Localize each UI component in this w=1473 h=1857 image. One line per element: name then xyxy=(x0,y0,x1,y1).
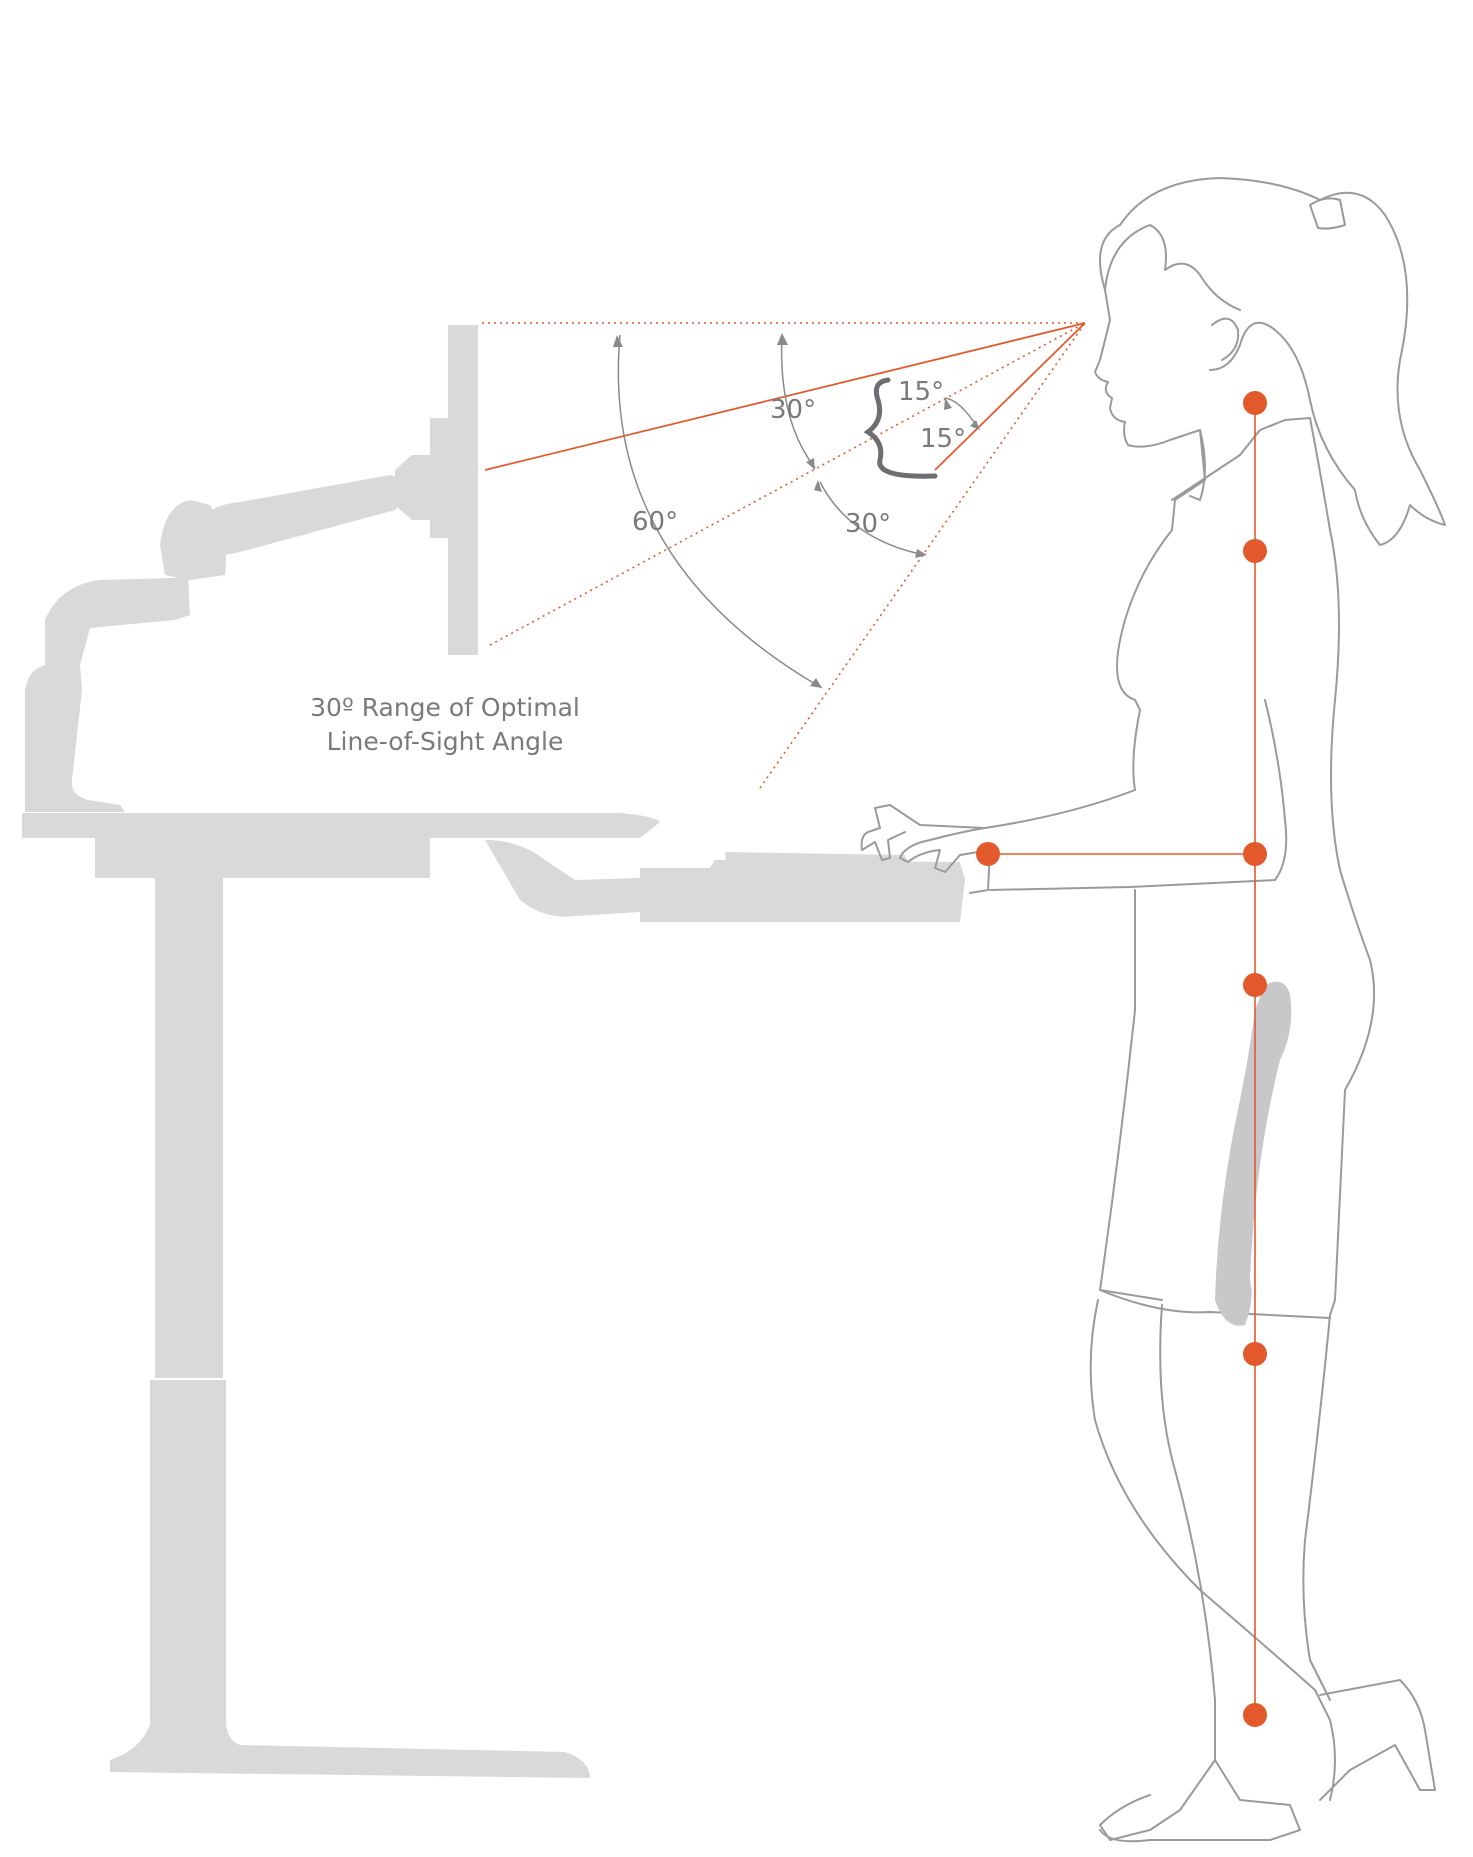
arm-upper-segment xyxy=(200,475,405,555)
monitor-mount xyxy=(395,455,440,520)
torso-front xyxy=(1116,529,1173,791)
joint-marker-knee xyxy=(1243,1342,1267,1366)
arc-30-degree-lower xyxy=(819,481,926,556)
hand xyxy=(899,827,991,894)
ear xyxy=(1211,317,1240,361)
arc-60-degree xyxy=(617,334,823,689)
arrowhead xyxy=(970,420,980,430)
keyboard xyxy=(725,852,912,880)
lumbar-support-shape xyxy=(1215,981,1292,1326)
optimal-range-short-line xyxy=(934,322,1086,471)
optimal-range-brace-icon xyxy=(863,377,938,479)
tray-arm xyxy=(485,840,640,917)
desk-foot xyxy=(110,1720,590,1778)
arm-clamp-base xyxy=(25,665,125,812)
angle-label-15-lower: 15° xyxy=(920,424,966,454)
face-profile xyxy=(1094,224,1206,501)
keyboard-tray xyxy=(485,840,965,922)
skirt-hem xyxy=(1099,1289,1163,1301)
arc-30-degree-upper xyxy=(780,334,816,469)
caption: 30º Range of Optimal Line-of-Sight Angle xyxy=(310,693,580,756)
arm-lower-segment xyxy=(45,575,190,665)
joint-marker-elbow xyxy=(1243,842,1267,866)
arrowhead xyxy=(810,678,822,688)
joint-marker-wrist xyxy=(976,842,1000,866)
joint-marker-neck xyxy=(1243,391,1267,415)
collar xyxy=(1171,417,1331,531)
joint-marker-shoulder xyxy=(1243,539,1267,563)
angle-label-30-lower: 30° xyxy=(845,509,891,539)
caption-line-1: 30º Range of Optimal xyxy=(310,693,580,722)
angle-arcs xyxy=(613,333,980,689)
rear-leg xyxy=(1089,1299,1336,1801)
skirt xyxy=(1099,889,1331,1319)
front-shoe xyxy=(1099,1759,1301,1843)
front-leg xyxy=(1099,1304,1216,1841)
caption-line-2: Line-of-Sight Angle xyxy=(327,727,564,756)
angle-label-30-upper: 30° xyxy=(770,395,816,425)
angle-labels: 30° 15° 15° 60° 30° xyxy=(632,377,966,539)
arrowhead xyxy=(915,549,927,558)
arrowhead xyxy=(944,398,952,410)
monitor-hinge xyxy=(430,418,448,538)
desk-top xyxy=(22,813,660,838)
forearm-lower xyxy=(989,699,1288,891)
desk-column-lower xyxy=(150,1380,226,1730)
ponytail-band xyxy=(1309,197,1346,230)
posture-alignment xyxy=(976,391,1267,1727)
rear-shoe xyxy=(1319,1679,1436,1801)
standing-desk xyxy=(22,813,660,1778)
desk-column-upper xyxy=(155,878,223,1378)
hair xyxy=(1119,177,1446,546)
lower-30-degree-line xyxy=(489,322,1086,646)
upper-arm xyxy=(874,789,1136,829)
desk-apron xyxy=(95,838,430,878)
monitor-arm xyxy=(25,325,478,812)
angle-label-15-upper: 15° xyxy=(898,377,944,407)
angle-label-60: 60° xyxy=(632,507,678,537)
arrowhead xyxy=(806,458,815,470)
fingers xyxy=(860,827,906,861)
neck-front xyxy=(1171,429,1206,531)
arrowhead xyxy=(613,335,623,347)
joint-marker-ankle xyxy=(1243,1703,1267,1727)
back-line xyxy=(1329,529,1376,1316)
arrowhead xyxy=(777,333,788,345)
rear-leg-back xyxy=(1302,1314,1331,1701)
monitor-screen xyxy=(448,325,478,655)
standing-woman-figure xyxy=(860,177,1446,1843)
arrowhead xyxy=(814,480,822,492)
hair-bangs xyxy=(1104,224,1241,311)
joint-marker-hip xyxy=(1243,973,1267,997)
